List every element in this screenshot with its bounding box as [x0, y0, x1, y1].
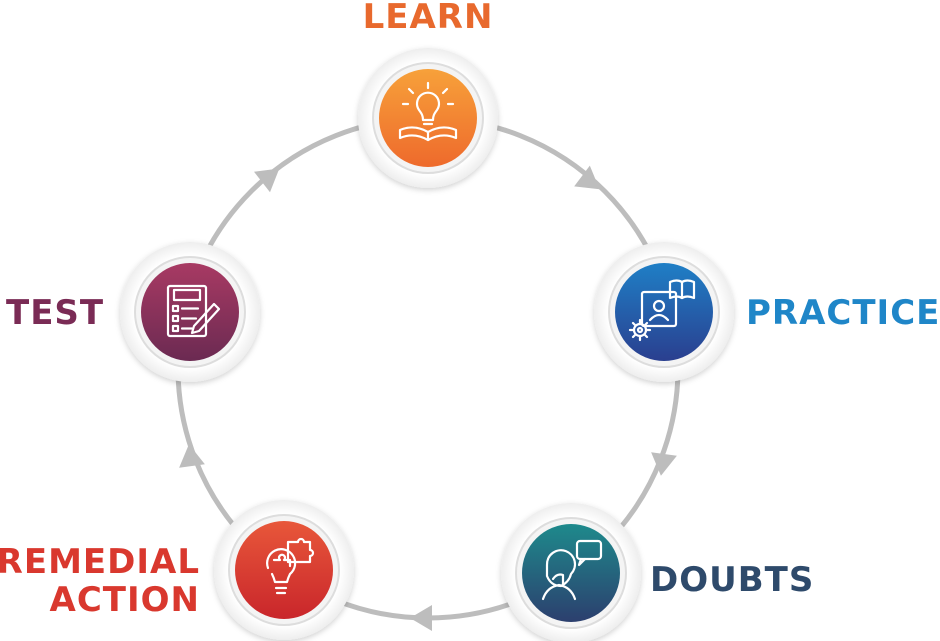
node-test	[120, 242, 260, 382]
stage-label-learn: LEARN	[362, 0, 494, 37]
node-learn	[358, 48, 498, 188]
node-remedial	[214, 500, 354, 640]
node-doubts	[501, 503, 641, 641]
arrow-doubts-to-remedial	[410, 605, 432, 631]
stage-label-practice: PRACTICE	[746, 293, 940, 333]
lightbulb-book-icon	[398, 81, 458, 142]
stage-label-doubts: DOUBTS	[650, 560, 815, 600]
stage-label-remedial-action: REMEDIAL ACTION	[0, 543, 200, 619]
stage-label-remedial-line-1: REMEDIAL	[0, 542, 200, 582]
cycle-arrows	[179, 165, 677, 631]
stage-label-test: TEST	[6, 293, 105, 333]
person-gear-book-icon	[628, 279, 696, 342]
thinking-person-speech-icon	[541, 539, 603, 601]
arrow-test-to-learn	[253, 168, 280, 193]
stage-label-remedial-line-2: ACTION	[49, 580, 200, 621]
test-checklist-pencil-icon	[166, 284, 221, 338]
node-remedial-disc	[235, 521, 333, 619]
arrow-learn-to-practice	[574, 165, 600, 190]
puzzle-head-icon	[266, 537, 315, 595]
node-practice	[594, 242, 734, 382]
arrow-remedial-to-test	[179, 444, 205, 468]
arrow-practice-to-doubts	[651, 452, 677, 476]
node-test-disc	[141, 263, 239, 361]
node-practice-disc	[615, 263, 713, 361]
node-learn-disc	[379, 69, 477, 167]
